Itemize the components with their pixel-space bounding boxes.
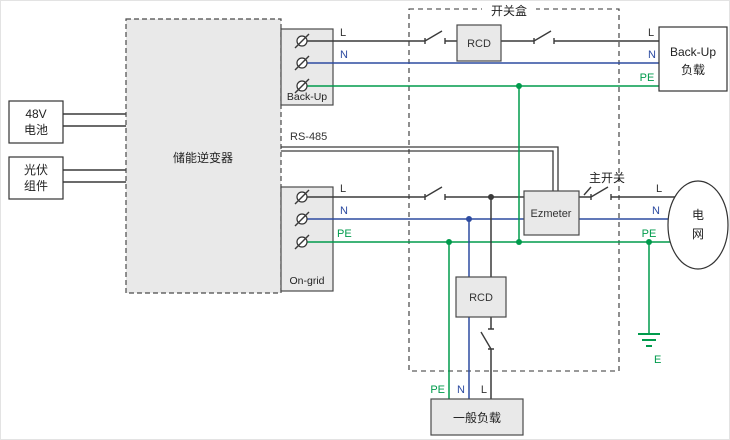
ongrid-port-box [280,186,334,292]
rs485-label: RS-485 [290,131,327,143]
ongrid-out-l-label: L [340,183,346,195]
backup-load-n-label: N [648,49,656,61]
backup-load-label-2: 负载 [681,63,705,77]
backup-load-label-1: Back-Up [670,45,716,59]
ongrid-out-n-label: N [340,205,348,217]
ongrid-out-pe-label: PE [337,228,352,240]
terminal-slash-icon [294,55,310,71]
backup-terminals [294,33,310,94]
main-switch-icon [590,186,612,200]
rcd-bottom-label: RCD [469,292,493,304]
general-load-box [430,398,524,436]
grid-label-2: 网 [692,227,704,241]
terminal-slash-icon [294,33,310,49]
terminal-slash-icon [294,189,310,205]
switchbox-dashed-border [408,8,620,372]
backup-breaker-2-icon [533,30,555,44]
earth-label: E [654,354,661,366]
battery-label-1: 48V [25,107,46,121]
junction-ongrid-pe [446,239,452,245]
junction-pe-link [516,239,522,245]
grid-pe-label: PE [642,228,657,240]
ongrid-port-label: On-grid [289,275,324,287]
grid-l-label: L [656,183,662,195]
ezmeter-box [523,190,580,236]
terminal-slash-icon [294,78,310,94]
junction-backup-pe [516,83,522,89]
ezmeter-label: Ezmeter [531,208,572,220]
pv-label-1: 光伏 [24,163,48,177]
battery-label-2: 电池 [24,123,48,137]
ongrid-terminals [294,189,310,250]
general-load-l-label: L [481,384,487,396]
rcd-top-box [456,24,502,62]
grid-ellipse [667,180,729,270]
load-breaker-icon [480,328,494,350]
general-load-label: 一般负载 [453,410,501,425]
backup-load-pe-label: PE [640,72,655,84]
inverter-label: 储能逆变器 [173,150,233,165]
main-switch-label: 主开关 [589,171,625,185]
battery-dc-wires [63,113,126,127]
backup-out-n-label: N [340,49,348,61]
inverter-box [125,18,282,294]
pv-dc-wires [63,169,126,183]
rcd-top-label: RCD [467,38,491,50]
backup-breaker-1-icon [424,30,446,44]
terminal-slash-icon [294,234,310,250]
pv-label-2: 组件 [24,179,48,193]
pv-box [8,156,64,200]
junction-earth [646,239,652,245]
backup-out-l-label: L [340,27,346,39]
rs485-bus-wire [281,146,559,191]
switchbox-label: 开关盒 [491,3,527,18]
switchbox-label-bg [482,2,536,18]
ongrid-breaker-icon [424,186,446,200]
backup-load-box [658,26,728,92]
backup-load-l-label: L [648,27,654,39]
rcd-bottom-box [455,276,507,318]
general-load-n-label: N [457,384,465,396]
general-load-pe-label: PE [430,384,445,396]
terminal-slash-icon [294,211,310,227]
junction-ongrid-n [466,216,472,222]
backup-port-label: Back-Up [287,91,327,103]
battery-box [8,100,64,144]
junction-ongrid-l [488,194,494,200]
earth-ground-icon [638,333,660,347]
main-switch-pointer [583,186,592,196]
grid-n-label: N [652,205,660,217]
grid-label-1: 电 [692,208,704,222]
